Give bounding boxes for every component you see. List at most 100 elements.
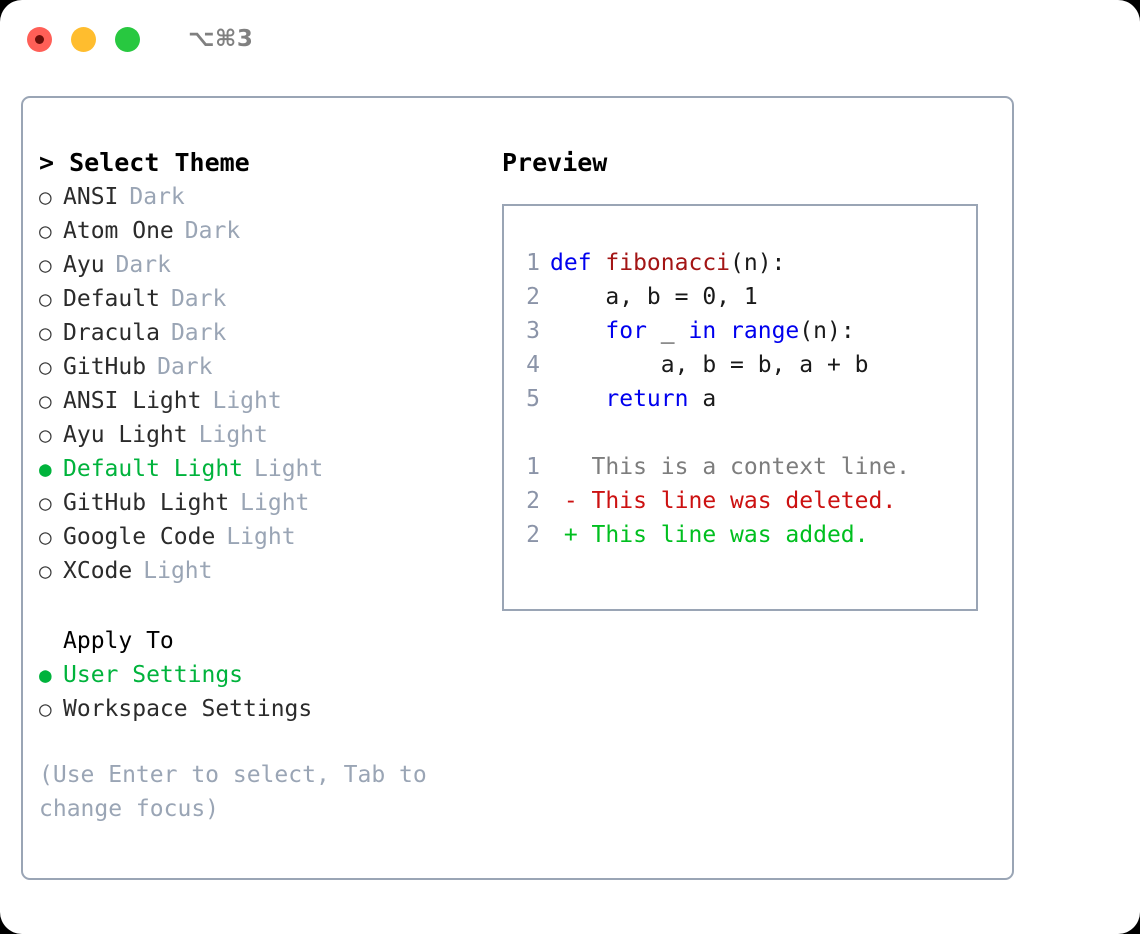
code-token-kw: range [730, 318, 800, 344]
keyboard-shortcut-label: ⌥⌘3 [188, 26, 254, 52]
code-token-plain: a [688, 386, 717, 412]
theme-list-item[interactable]: ○ Ayu Dark [39, 248, 479, 282]
diff-line: 1 This is a context line. [504, 450, 976, 484]
code-token-plain: a, b = 0, 1 [550, 284, 758, 310]
apply-to-title: Apply To [63, 628, 174, 654]
line-number: 5 [526, 386, 540, 412]
line-number: 1 [526, 454, 540, 480]
diff-line: 2 + This line was added. [504, 518, 976, 552]
code-token-plain: _ [646, 318, 689, 344]
diff-sample: 1 This is a context line.2 - This line w… [504, 450, 976, 552]
window-controls [27, 26, 140, 52]
zoom-window-button[interactable] [115, 26, 140, 52]
theme-mode-tag: Light [226, 524, 296, 550]
code-line: 4 a, b = b, a + b [504, 348, 976, 382]
radio-selected-icon: ● [39, 663, 52, 687]
theme-name: GitHub Light [63, 490, 230, 516]
theme-list-item[interactable]: ○ GitHub Dark [39, 350, 479, 384]
radio-unselected-icon: ○ [39, 355, 52, 379]
theme-mode-tag: Light [198, 422, 268, 448]
theme-list-item[interactable]: ○ Ayu Light Light [39, 418, 479, 452]
radio-unselected-icon: ○ [39, 185, 52, 209]
apply-to-label: Workspace Settings [63, 696, 313, 722]
line-number: 4 [526, 352, 540, 378]
radio-unselected-icon: ○ [39, 697, 52, 721]
theme-name: Default Light [63, 456, 244, 482]
line-number: 1 [526, 250, 540, 276]
theme-mode-tag: Dark [129, 184, 185, 210]
minimize-window-button[interactable] [71, 26, 96, 52]
code-text: a, b = b, a + b [550, 348, 869, 382]
keyboard-hint-text: (Use Enter to select, Tab to change focu… [39, 762, 427, 822]
theme-name: Ayu Light [63, 422, 188, 448]
radio-unselected-icon: ○ [39, 559, 52, 583]
radio-unselected-icon: ○ [39, 219, 52, 243]
code-token-kw: for [605, 318, 647, 344]
code-token-kw: return [605, 386, 689, 412]
theme-list-item[interactable]: ○ GitHub Light Light [39, 486, 479, 520]
theme-mode-tag: Dark [115, 252, 171, 278]
close-window-button[interactable] [27, 26, 52, 52]
apply-to-label: User Settings [63, 662, 244, 688]
theme-name: GitHub [63, 354, 147, 380]
theme-mode-tag: Dark [170, 320, 227, 346]
code-line: 5 return a [504, 382, 976, 416]
theme-mode-tag: Dark [184, 218, 241, 244]
radio-unselected-icon: ○ [39, 423, 52, 447]
theme-name: ANSI Light [63, 388, 202, 414]
code-text: return a [550, 382, 716, 416]
apply-to-option[interactable]: ● User Settings [39, 658, 479, 692]
select-theme-header: > Select Theme [39, 148, 250, 177]
theme-name: ANSI [63, 184, 119, 210]
theme-list-item[interactable]: ○ ANSI Dark [39, 180, 479, 214]
theme-list-item[interactable]: ● Default Light Light [39, 452, 479, 486]
code-token-fn: fibonacci [605, 250, 731, 276]
line-number: 2 [526, 488, 540, 514]
theme-list-item[interactable]: ○ Dracula Dark [39, 316, 479, 350]
code-text: a, b = 0, 1 [550, 280, 758, 314]
radio-unselected-icon: ○ [39, 321, 52, 345]
preview-title: Preview [502, 148, 608, 177]
apply-to-list: ● User Settings ○ Workspace Settings [39, 658, 479, 726]
radio-unselected-icon: ○ [39, 253, 52, 277]
code-token-kw: in [688, 318, 717, 344]
diff-text-del: - This line was deleted. [550, 488, 897, 514]
theme-mode-tag: Dark [170, 286, 227, 312]
theme-list-item[interactable]: ○ Default Dark [39, 282, 479, 316]
code-line: 3 for _ in range(n): [504, 314, 976, 348]
code-token-plain [550, 318, 605, 344]
theme-name: Ayu [63, 252, 105, 278]
diff-line: 2 - This line was deleted. [504, 484, 976, 518]
theme-mode-tag: Light [212, 388, 282, 414]
line-number: 3 [526, 318, 540, 344]
radio-unselected-icon: ○ [39, 389, 52, 413]
theme-mode-tag: Light [240, 490, 310, 516]
theme-mode-tag: Dark [157, 354, 213, 380]
line-number: 2 [526, 522, 540, 548]
theme-name: Google Code [63, 524, 216, 550]
theme-mode-tag: Light [254, 456, 324, 482]
line-number: 2 [526, 284, 540, 310]
theme-name: Default [63, 286, 160, 312]
radio-selected-icon: ● [39, 457, 52, 481]
apply-to-option[interactable]: ○ Workspace Settings [39, 692, 479, 726]
code-token-kw: def [550, 250, 606, 276]
title-bar: ⌥⌘3 [0, 0, 1140, 78]
theme-list-item[interactable]: ○ ANSI Light Light [39, 384, 479, 418]
radio-unselected-icon: ○ [39, 491, 52, 515]
code-sample: 1 def fibonacci(n): 2 a, b = 0, 1 3 for _ i… [504, 246, 976, 416]
radio-unselected-icon: ○ [39, 287, 52, 311]
apply-to-section: Apply To ● User Settings ○ Workspace Settin… [39, 624, 479, 726]
theme-name: Dracula [63, 320, 160, 346]
diff-text-add: + This line was added. [550, 522, 869, 548]
code-token-plain [716, 318, 730, 344]
code-token-plain: (n): [730, 250, 786, 276]
code-token-plain: a, b = b, a + b [550, 352, 869, 378]
